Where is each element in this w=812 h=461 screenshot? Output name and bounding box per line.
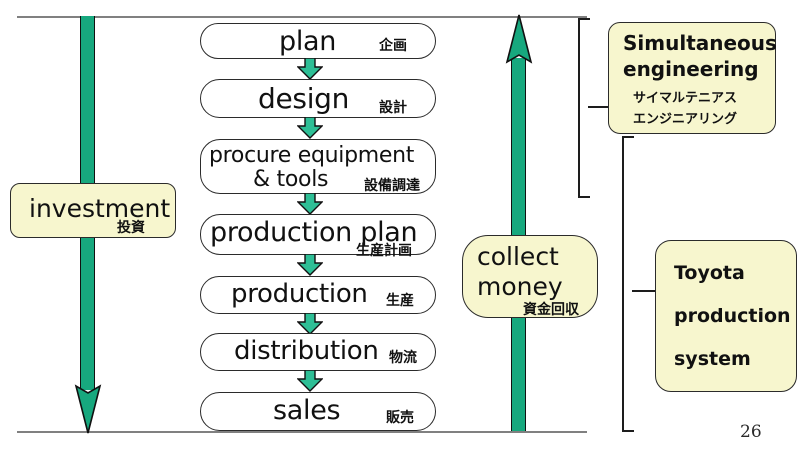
step-label-jp: 生産計画 [356,243,412,259]
page-number: 26 [740,422,762,442]
collect-money-arrow-head [505,14,533,64]
step-box-production[interactable]: production 生産 [200,276,436,314]
step-label-jp: 企画 [379,38,407,54]
annotation-se-jp-line2: エンジニアリング [633,112,738,127]
step-label-jp: 生産 [386,293,414,309]
flow-arrow-down-4 [297,254,323,276]
step-box-design[interactable]: design 設計 [200,79,436,118]
step-box-distribution[interactable]: distribution 物流 [200,333,436,371]
step-label-jp: 設計 [379,100,407,116]
flow-arrow-down-5 [297,313,323,335]
collect-money-label-line1: collect [477,242,559,271]
bracket-toyota-production-system-tick [632,290,658,293]
step-label-en-line2: & tools [253,167,329,192]
flow-arrow-down-6 [297,370,323,392]
step-label-en: sales [273,395,341,426]
annotation-tps-line1: Toyota [674,262,745,284]
bottom-rule [17,431,587,433]
annotation-se-jp-line1: サイマルテニアス [633,91,738,106]
step-label-jp: 販売 [386,410,414,426]
annotation-toyota-production-system[interactable]: Toyota production system [655,240,797,392]
step-box-production-plan[interactable]: production plan 生産計画 [200,214,436,259]
collect-money-label-jp: 資金回収 [523,302,579,318]
annotation-se-line2: engineering [623,57,759,81]
bracket-simultaneous-engineering [578,18,590,198]
top-rule [17,16,587,18]
bracket-simultaneous-engineering-tick [588,106,610,109]
flow-arrow-down-1 [297,58,323,80]
annotation-tps-line3: system [674,348,751,370]
annotation-tps-line2: production [674,305,791,327]
flow-arrow-down-2 [297,117,323,139]
bracket-toyota-production-system [622,136,634,432]
step-label-en: production [231,279,368,309]
step-box-sales[interactable]: sales 販売 [200,392,436,431]
collect-money-callout[interactable]: collect money 資金回収 [462,235,598,318]
step-label-jp: 設備調達 [364,178,420,194]
annotation-se-line1: Simultaneous [623,31,777,55]
annotation-simultaneous-engineering[interactable]: Simultaneous engineering サイマルテニアス エンジニアリ… [608,22,777,134]
collect-money-label-line2: money [477,272,563,301]
step-label-en: distribution [234,336,379,366]
step-label-en: production plan [210,217,418,248]
investment-label-jp: 投資 [117,220,145,236]
flow-arrow-down-3 [297,193,323,215]
step-label-en: procure equipment [209,143,415,168]
step-label-en: design [258,82,350,115]
step-box-plan[interactable]: plan 企画 [200,23,436,59]
investment-label: investment [29,194,171,223]
step-box-procure-equipment[interactable]: procure equipment & tools 設備調達 [200,139,436,194]
step-label-en: plan [279,26,337,57]
investment-arrow-head [74,384,102,434]
investment-callout[interactable]: investment 投資 [10,183,176,238]
step-label-jp: 物流 [389,350,417,366]
